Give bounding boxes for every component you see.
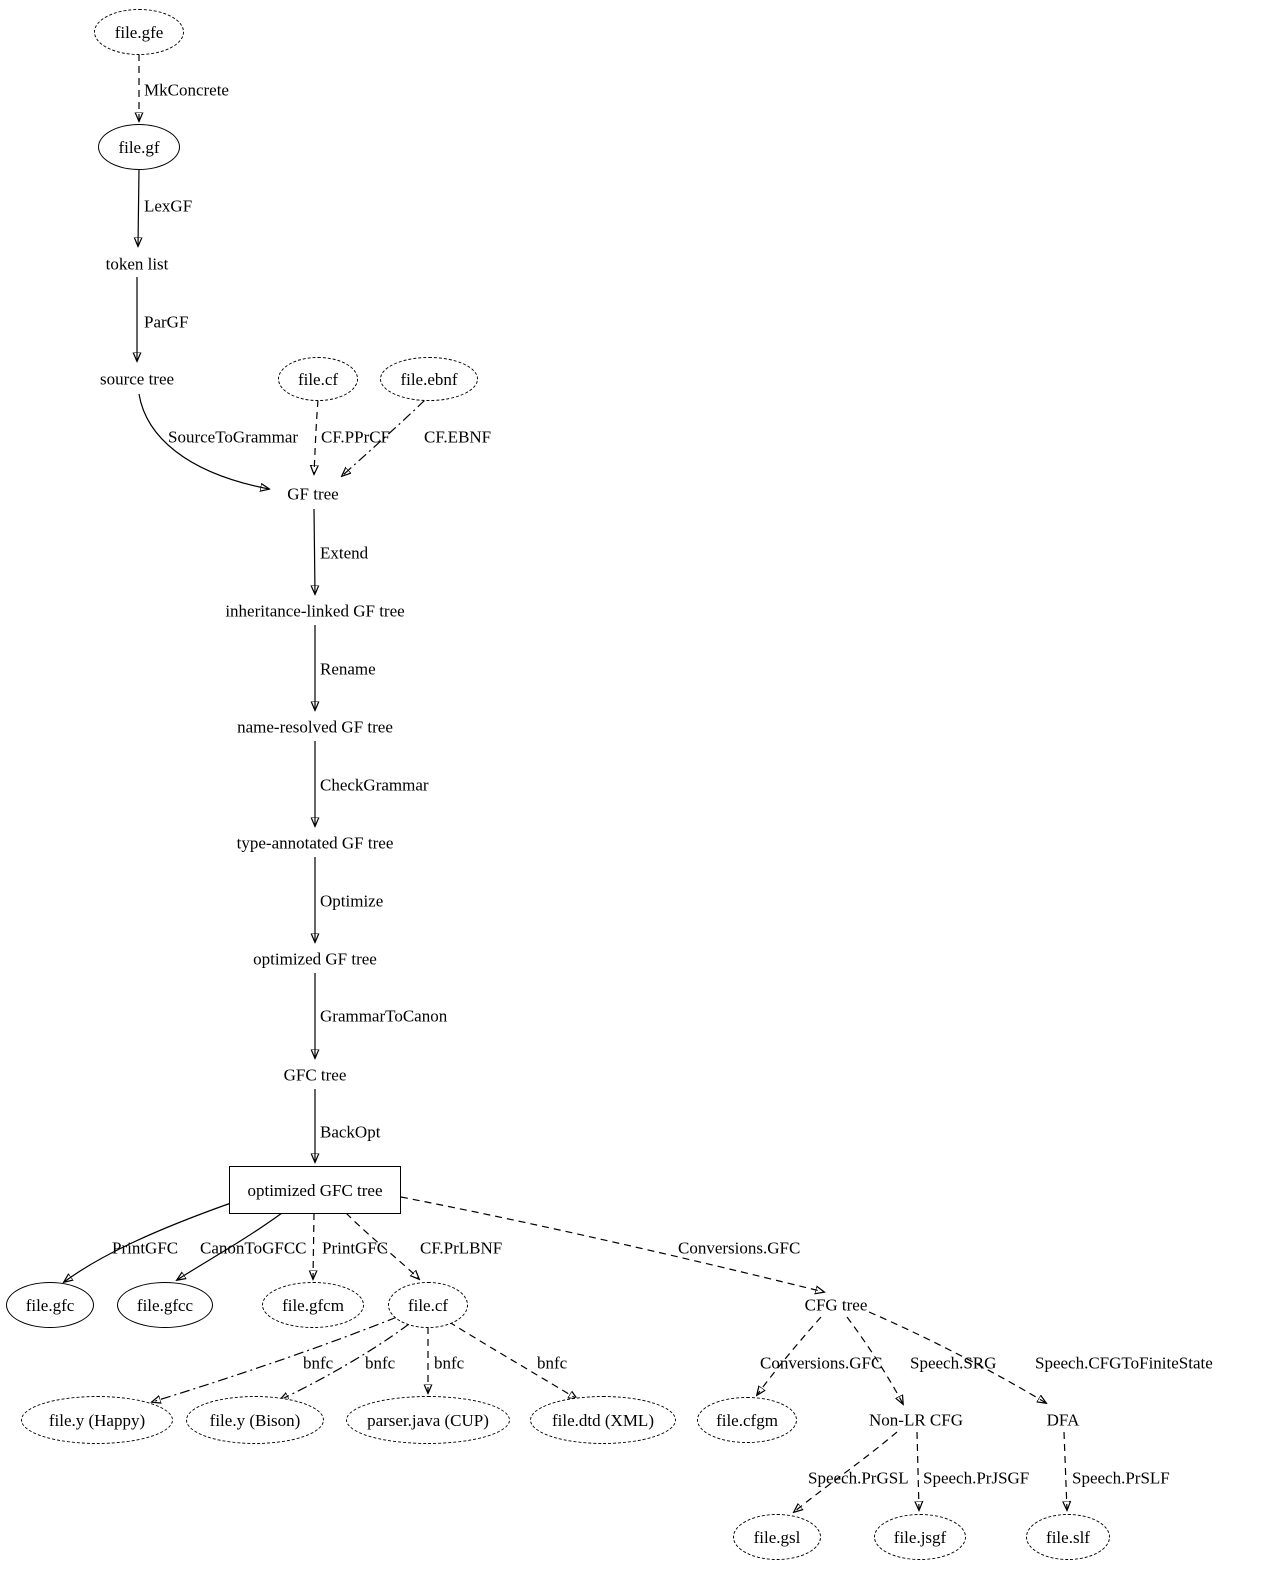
edge-label-bnfc-1: bnfc xyxy=(303,1353,334,1373)
node-file-jsgf: file.jsgf xyxy=(874,1514,966,1560)
edge-label-sourcetogrammar: SourceToGrammar xyxy=(168,427,299,447)
node-file-gsl: file.gsl xyxy=(733,1514,821,1560)
node-type-annotated-gf-tree: type-annotated GF tree xyxy=(236,833,394,853)
edge-label-speech-prslf: Speech.PrSLF xyxy=(1072,1468,1170,1488)
edge-label-printgfc-1: PrintGFC xyxy=(112,1238,179,1258)
edge-non-lr-cfg-to-file-jsgf xyxy=(917,1431,919,1510)
edge-label-backopt: BackOpt xyxy=(320,1122,381,1142)
edge-label-pargf: ParGF xyxy=(144,312,189,332)
edge-label-speech-cfgtofinitestate: Speech.CFGToFiniteState xyxy=(1035,1353,1213,1373)
node-file-gfcm: file.gfcm xyxy=(262,1282,364,1328)
edge-label-checkgrammar: CheckGrammar xyxy=(320,775,429,795)
edge-source-tree-to-gf-tree xyxy=(138,393,269,489)
edge-optimized-gfc-to-file-cf-out xyxy=(345,1212,419,1279)
edge-label-conversions-gfc-1: Conversions.GFC xyxy=(678,1238,801,1258)
edge-label-canontogfcc: CanonToGFCC xyxy=(200,1238,307,1258)
edge-optimized-gfc-to-cfg-tree xyxy=(400,1196,824,1292)
node-token-list: token list xyxy=(105,254,169,274)
node-file-cf-in: file.cf xyxy=(278,357,358,401)
edge-label-cf-ebnf: CF.EBNF xyxy=(424,427,492,447)
node-gfc-tree: GFC tree xyxy=(283,1065,347,1085)
edge-label-grammartocanon: GrammarToCanon xyxy=(320,1006,448,1026)
node-inheritance-linked-gf-tree: inheritance-linked GF tree xyxy=(225,601,405,621)
node-file-slf: file.slf xyxy=(1026,1514,1110,1560)
edge-cfg-tree-to-non-lr-cfg xyxy=(846,1316,903,1404)
node-cfg-tree: CFG tree xyxy=(804,1295,868,1315)
edge-label-lexgf: LexGF xyxy=(144,196,193,216)
edge-label-optimize: Optimize xyxy=(320,891,384,911)
edge-label-extend: Extend xyxy=(320,543,369,563)
edge-label-speech-prgsl: Speech.PrGSL xyxy=(808,1468,909,1488)
edge-file-cf-out-to-file-y-happy xyxy=(152,1316,398,1402)
edge-file-cf-out-to-file-y-bison xyxy=(280,1323,410,1400)
edge-file-ebnf-to-gf-tree xyxy=(342,399,426,476)
node-file-gfcc: file.gfcc xyxy=(117,1282,213,1328)
edge-file-cf-out-to-file-dtd xyxy=(448,1321,577,1399)
node-file-y-happy: file.y (Happy) xyxy=(21,1396,173,1444)
edge-label-printgfc-2: PrintGFC xyxy=(322,1238,389,1258)
node-non-lr-cfg: Non-LR CFG xyxy=(869,1410,963,1430)
edge-cfg-tree-to-file-cfgm xyxy=(757,1316,822,1395)
node-gf-tree: GF tree xyxy=(287,484,339,504)
node-name-resolved-gf-tree: name-resolved GF tree xyxy=(237,717,393,737)
edge-optimized-gfc-to-file-gfcm xyxy=(313,1212,314,1279)
node-file-ebnf: file.ebnf xyxy=(380,357,478,401)
node-optimized-gfc-tree: optimized GFC tree xyxy=(229,1166,401,1214)
node-parser-java-cup: parser.java (CUP) xyxy=(346,1396,510,1444)
edge-label-rename: Rename xyxy=(320,659,376,679)
node-dfa: DFA xyxy=(1046,1410,1080,1430)
edge-label-speech-prjsgf: Speech.PrJSGF xyxy=(923,1468,1030,1488)
node-file-gfc: file.gfc xyxy=(6,1282,94,1328)
edge-optimized-gfc-to-file-gfc xyxy=(64,1202,232,1282)
edge-label-bnfc-2: bnfc xyxy=(365,1353,396,1373)
node-source-tree: source tree xyxy=(99,369,175,389)
edge-dfa-to-file-slf xyxy=(1064,1431,1067,1510)
edge-label-bnfc-4: bnfc xyxy=(537,1353,568,1373)
node-optimized-gf-tree: optimized GF tree xyxy=(253,949,377,969)
edge-cfg-tree-to-dfa xyxy=(868,1311,1046,1403)
edge-label-conversions-gfc-2: Conversions.GFC xyxy=(760,1353,883,1373)
edge-label-cf-pprcf: CF.PPrCF xyxy=(321,427,391,447)
node-file-gf: file.gf xyxy=(98,124,180,170)
edge-file-cf-in-to-gf-tree xyxy=(314,399,318,474)
node-file-cfgm: file.cfgm xyxy=(697,1397,797,1443)
edge-label-bnfc-3: bnfc xyxy=(434,1353,465,1373)
edge-optimized-gfc-to-file-gfcc xyxy=(177,1212,283,1280)
edge-file-gf-to-token-list xyxy=(138,168,139,246)
edge-non-lr-cfg-to-file-gsl xyxy=(794,1431,898,1512)
edge-label-mkconcrete: MkConcrete xyxy=(144,80,229,100)
node-file-dtd-xml: file.dtd (XML) xyxy=(530,1396,676,1444)
edge-label-cf-prlbnf: CF.PrLBNF xyxy=(420,1238,503,1258)
node-file-cf-out: file.cf xyxy=(388,1282,468,1328)
edge-label-speech-srg: Speech.SRG xyxy=(910,1353,997,1373)
edge-gf-tree-to-inheritance-linked xyxy=(314,508,315,594)
node-file-y-bison: file.y (Bison) xyxy=(186,1396,324,1444)
node-file-gfe: file.gfe xyxy=(94,9,184,55)
